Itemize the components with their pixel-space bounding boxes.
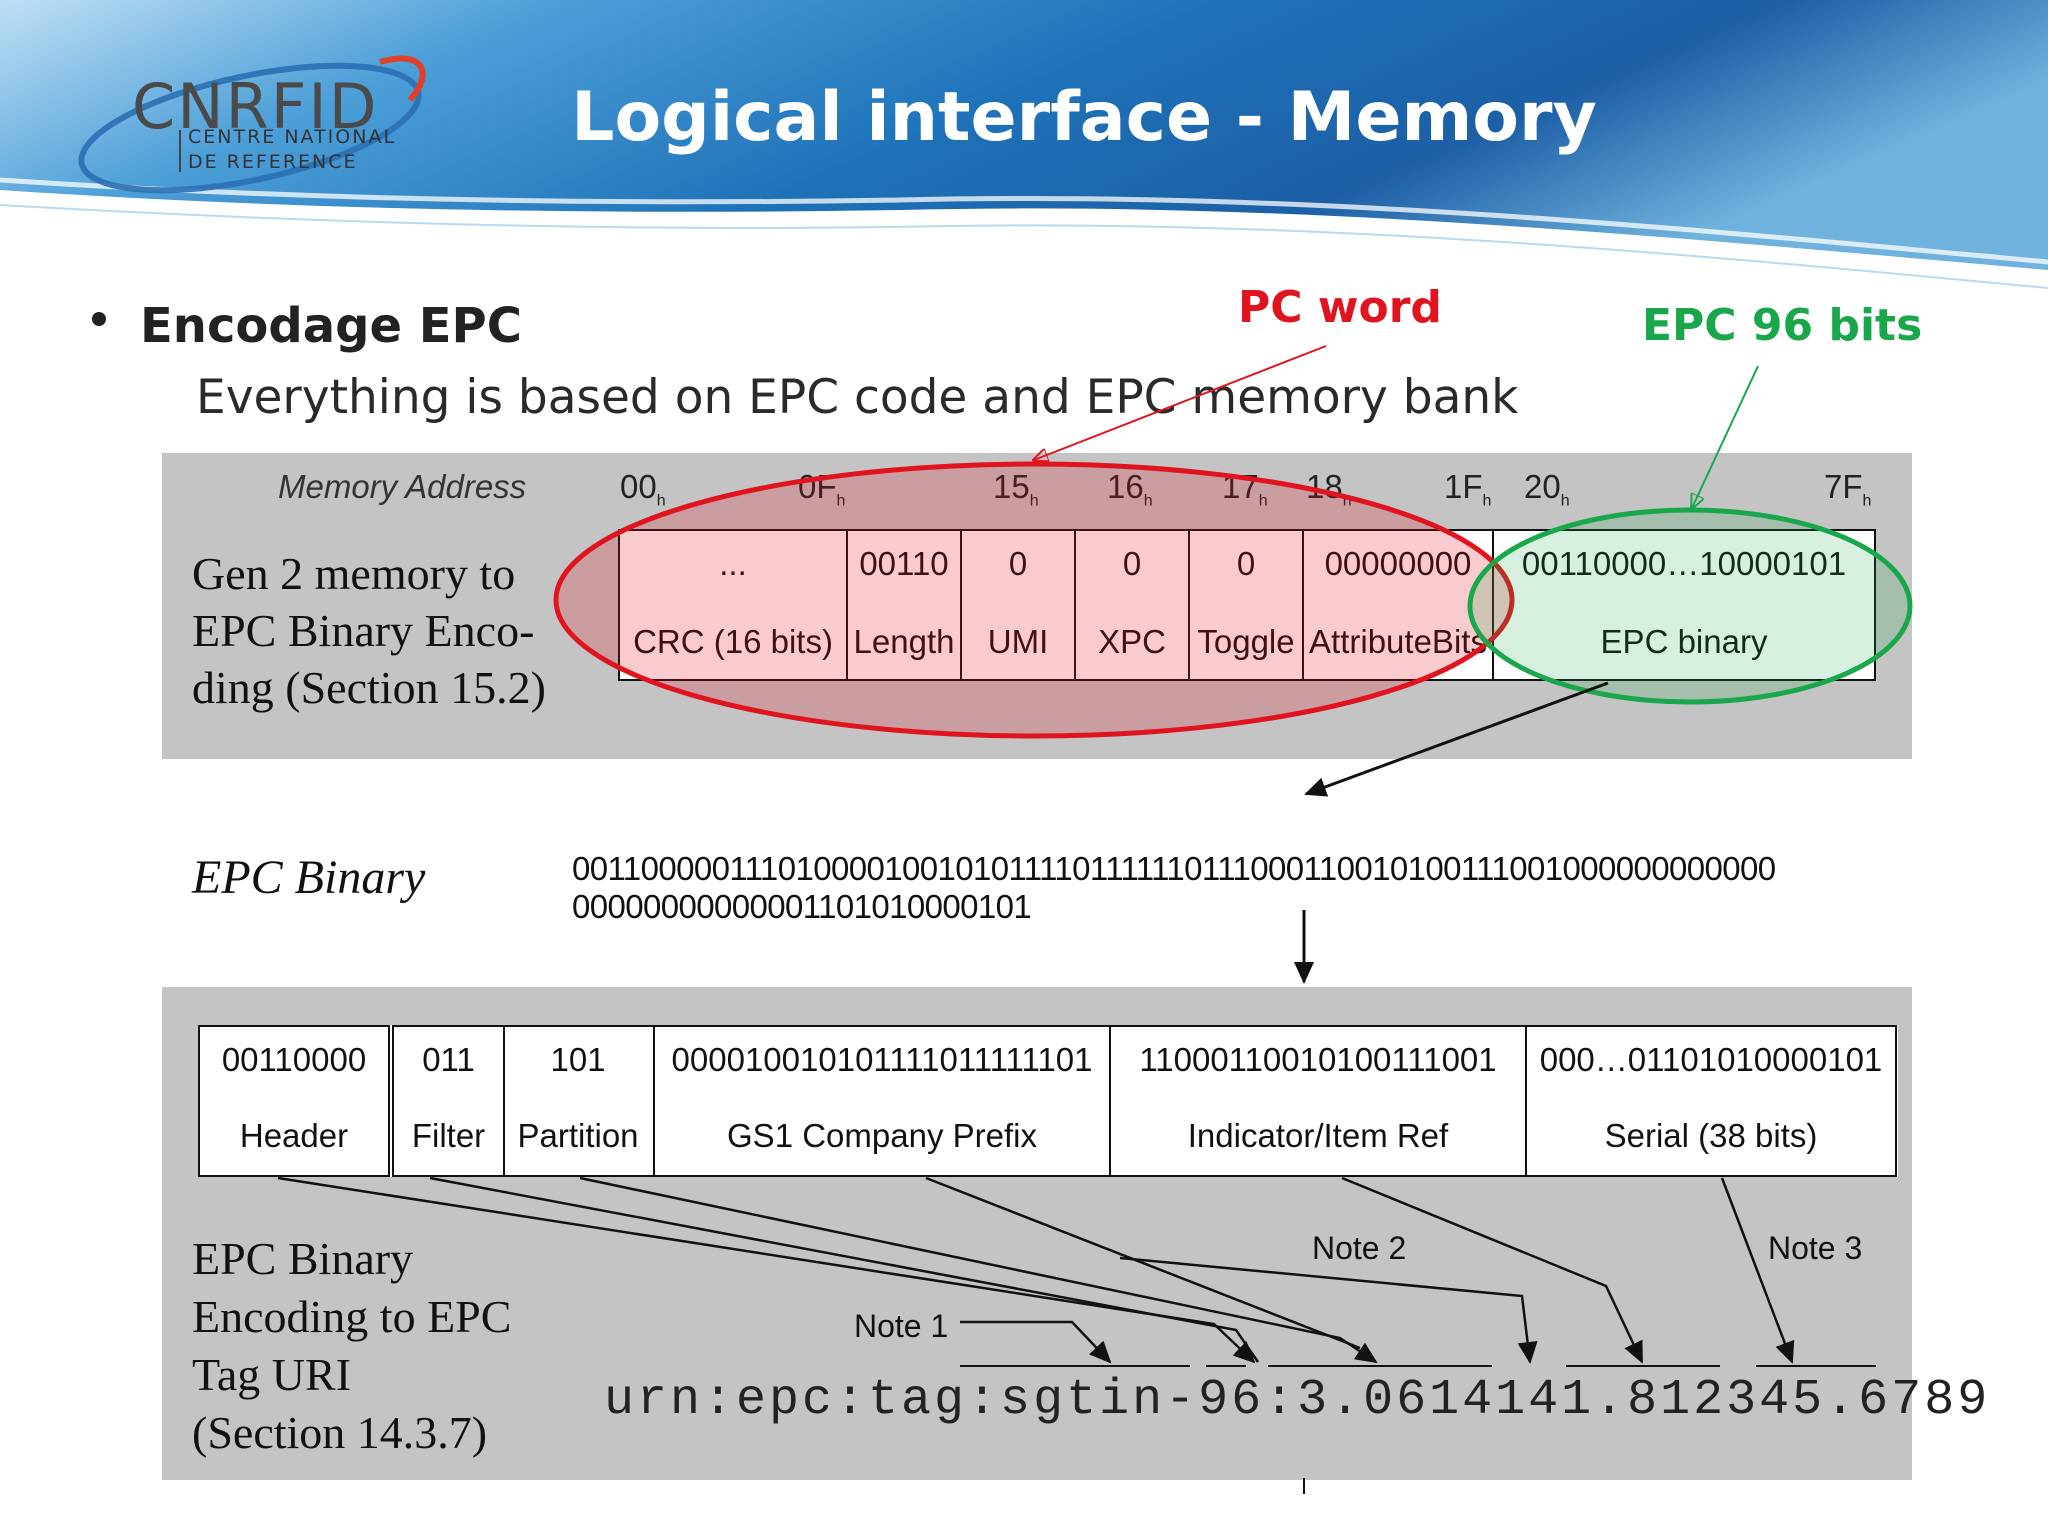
page-title: Logical interface - Memory [571, 78, 1597, 157]
addr-7f: 7Fh [1824, 468, 1872, 510]
logo-text: CNRFID [132, 70, 379, 143]
addr-17: 17h [1222, 468, 1268, 510]
addr-18: 18h [1306, 468, 1352, 510]
pc-word-callout: PC word [1238, 282, 1442, 333]
bullet-sub: Everything is based on EPC code and EPC … [196, 370, 1519, 425]
epc-binary-line2: 00000000000001101010000101 [572, 888, 1032, 925]
field-gap [390, 1025, 398, 1177]
addr-1f: 1Fh [1444, 468, 1492, 510]
note-2: Note 2 [1312, 1230, 1407, 1266]
addr-0f: 0Fh [798, 468, 846, 510]
bullet-dot [92, 312, 106, 326]
epc-binary-label: EPC Binary [192, 851, 426, 904]
note-1: Note 1 [854, 1308, 949, 1344]
logo-sub1: CENTRE NATIONAL [188, 126, 397, 148]
bullet-main: Encodage EPC [140, 298, 522, 354]
epc-tag-uri: urn:epc:tag:sgtin-96:3.0614141.812345.67… [604, 1372, 1991, 1429]
addr-00: 00h [620, 468, 666, 510]
epc96-callout: EPC 96 bits [1642, 300, 1923, 351]
cell-crc: ...CRC (16 bits) [620, 531, 848, 679]
epc-binary-line1: 0011000001110100001001010111101111110111… [572, 850, 1776, 887]
addr-20: 20h [1524, 468, 1570, 510]
gen2-label: Gen 2 memory to EPC Binary Enco- ding (S… [192, 548, 546, 713]
logo-sub2: DE REFERENCE [188, 151, 358, 173]
addr-15: 15h [993, 468, 1039, 510]
uri-section-label: EPC Binary Encoding to EPC Tag URI (Sect… [192, 1233, 512, 1458]
memory-address-label: Memory Address [278, 468, 527, 505]
addr-16: 16h [1107, 468, 1153, 510]
note-3: Note 3 [1768, 1230, 1863, 1266]
header-banner [0, 0, 2048, 289]
